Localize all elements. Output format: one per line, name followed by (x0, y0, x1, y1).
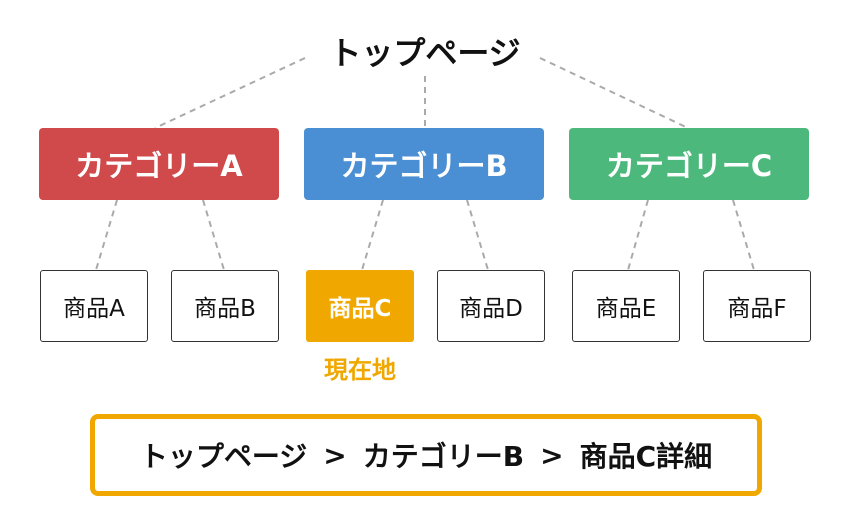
category-c-node: カテゴリーC (569, 128, 809, 200)
product-f-node: 商品F (703, 270, 811, 342)
top-page-node: トップページ (329, 34, 521, 72)
edge-top-category-a (154, 57, 306, 129)
edge-category-a-product-a (95, 199, 118, 271)
breadcrumb-separator: > (323, 438, 347, 472)
product-a-node: 商品A (40, 270, 148, 342)
edge-top-category-c (539, 57, 689, 129)
product-d-node: 商品D (437, 270, 545, 342)
edge-category-a-product-b (202, 199, 225, 271)
breadcrumb-item-category: カテゴリーB (362, 440, 525, 473)
breadcrumb-separator: > (540, 438, 564, 472)
breadcrumb-item-top: トップページ (139, 440, 308, 473)
product-e-node: 商品E (572, 270, 680, 342)
product-c-node-current: 商品C (306, 270, 414, 342)
edge-category-b-product-c (361, 199, 384, 271)
breadcrumb: トップページ > カテゴリーB > 商品C詳細 (90, 414, 762, 496)
breadcrumb-item-product: 商品C詳細 (579, 440, 713, 473)
edge-category-c-product-f (732, 199, 755, 271)
current-location-label: 現在地 (324, 355, 396, 384)
edge-category-c-product-e (627, 199, 649, 271)
edge-category-b-product-d (466, 199, 489, 271)
category-a-node: カテゴリーA (39, 128, 279, 200)
product-b-node: 商品B (171, 270, 279, 342)
category-b-node: カテゴリーB (304, 128, 544, 200)
